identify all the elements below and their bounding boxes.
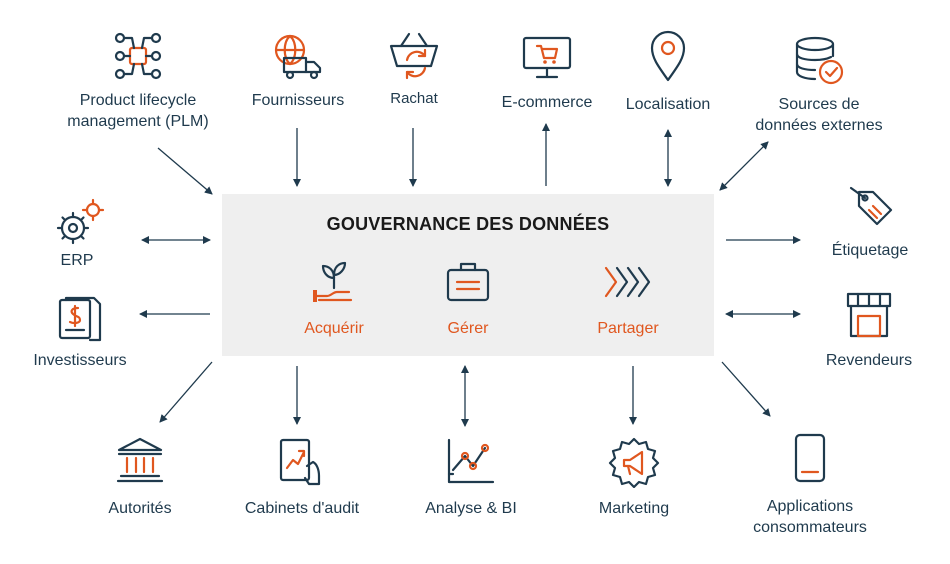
node-investisseurs: Investisseurs [24, 296, 136, 371]
label-etiquetage: Étiquetage [831, 242, 909, 259]
node-autorites: Autorités [100, 436, 180, 519]
data-governance-box: GOUVERNANCE DES DONNÉES Acquérir Gérer P… [222, 194, 714, 356]
financial-document-icon [58, 296, 102, 342]
governance-title: GOUVERNANCE DES DONNÉES [326, 214, 610, 234]
label-rachat: Rachat [390, 90, 438, 107]
label-applications: Applications consommateurs [753, 498, 867, 536]
node-revendeurs: Revendeurs [814, 290, 924, 371]
megaphone-badge-icon [608, 437, 660, 488]
forward-chevrons-icon [604, 266, 651, 298]
node-localisation: Localisation [614, 30, 722, 115]
node-analyse: Analyse & BI [416, 436, 526, 519]
basket-refresh-icon [389, 32, 439, 80]
node-cabinets: Cabinets d'audit [234, 436, 370, 519]
pillar-label-partager: Partager [597, 320, 659, 337]
map-pin-icon [650, 30, 686, 82]
line-chart-icon [447, 438, 495, 484]
node-etiquetage: Étiquetage [822, 186, 918, 261]
arrow-autorites [159, 361, 213, 423]
label-autorites: Autorités [108, 500, 172, 517]
node-plm: Product lifecycle management (PLM) [58, 30, 218, 132]
government-building-icon [116, 437, 164, 483]
database-check-icon [795, 36, 844, 85]
label-fournisseurs: Fournisseurs [251, 92, 345, 109]
pillar-label-gerer: Gérer [447, 320, 489, 337]
node-erp: ERP [46, 198, 108, 271]
circuit-chip-icon [114, 32, 162, 80]
node-applications: Applications consommateurs [740, 432, 880, 538]
audit-tablet-icon [279, 438, 321, 486]
label-plm: Product lifecycle management (PLM) [67, 92, 209, 130]
computer-cart-icon [522, 36, 572, 79]
globe-truck-icon [274, 34, 322, 80]
storefront-icon [846, 292, 892, 338]
arrow-applications [721, 361, 771, 417]
node-fournisseurs: Fournisseurs [236, 32, 360, 111]
gears-icon [56, 198, 105, 245]
label-cabinets: Cabinets d'audit [244, 500, 360, 517]
label-investisseurs: Investisseurs [33, 352, 127, 369]
node-ecommerce: E-commerce [488, 34, 606, 113]
arrow-sources [719, 141, 769, 191]
label-erp: ERP [60, 252, 94, 269]
label-marketing: Marketing [598, 500, 670, 517]
node-rachat: Rachat [378, 30, 450, 109]
label-revendeurs: Revendeurs [825, 352, 913, 369]
price-tag-icon [849, 186, 893, 226]
pillar-partager: Partager [568, 258, 688, 338]
plant-hand-icon [313, 261, 353, 302]
briefcase-icon [446, 262, 490, 302]
label-localisation: Localisation [625, 96, 711, 113]
pillar-acquerir: Acquérir [274, 258, 394, 338]
smartphone-icon [794, 433, 826, 483]
node-sources: Sources de données externes [744, 34, 894, 136]
node-marketing: Marketing [586, 436, 682, 519]
arrow-plm [157, 147, 213, 195]
pillar-gerer: Gérer [408, 258, 528, 338]
label-sources: Sources de données externes [755, 96, 883, 134]
label-ecommerce: E-commerce [501, 94, 593, 111]
pillar-label-acquerir: Acquérir [304, 320, 364, 337]
label-analyse: Analyse & BI [425, 500, 517, 517]
